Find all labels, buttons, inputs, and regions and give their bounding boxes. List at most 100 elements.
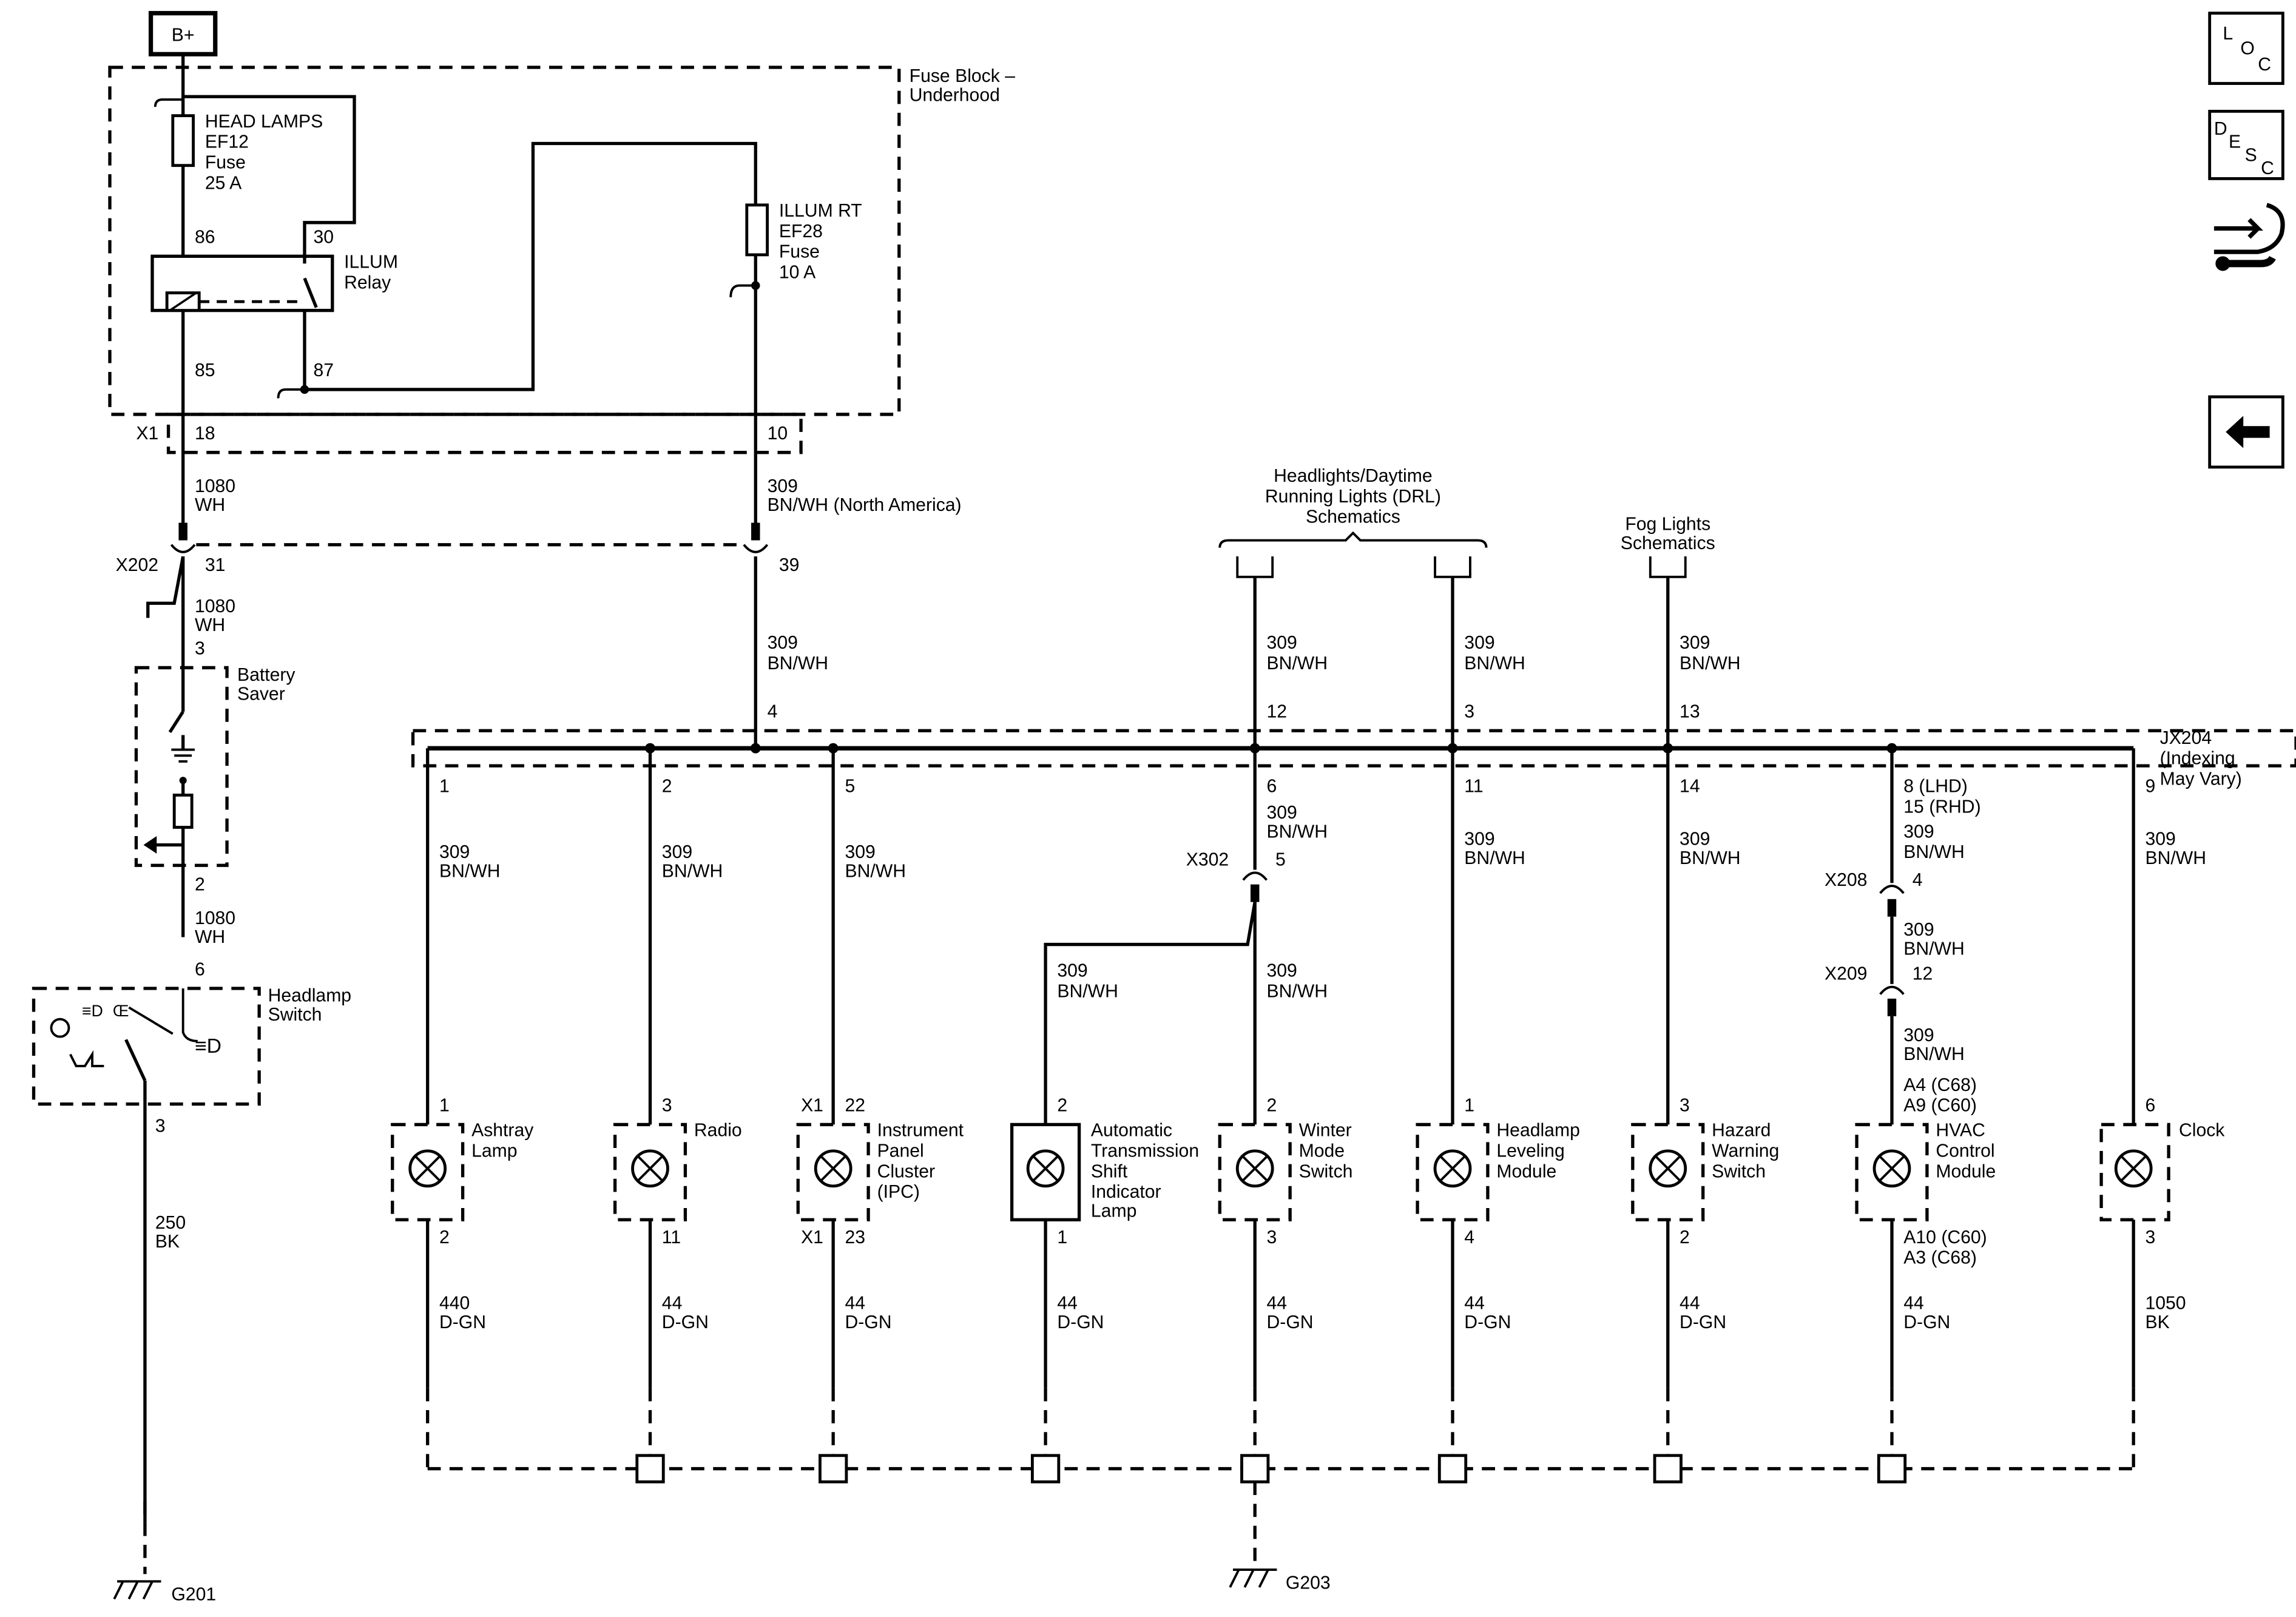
svg-text:E: E: [2229, 132, 2241, 152]
radio-pin-in: 3: [662, 1096, 672, 1116]
relay-contact: [303, 277, 318, 308]
atsil-circuit: 309: [1057, 961, 1087, 981]
x1-pin-18: 18: [195, 424, 215, 444]
wire-309-drl1-color: BN/WH: [1267, 653, 1328, 673]
hazard-pin-in: 3: [1680, 1096, 1690, 1116]
clock: [2099, 1122, 2170, 1221]
headlamp-switch: [32, 987, 261, 1106]
radio-bulb-icon: [631, 1149, 669, 1188]
hazard-pin-out: 2: [1680, 1227, 1690, 1247]
ashtray-gnd-color: D-GN: [439, 1312, 486, 1332]
ipc-label-4: (IPC): [877, 1182, 920, 1202]
hazard-label-3: Switch: [1712, 1161, 1766, 1181]
headlamp-switch-contact: [128, 1006, 174, 1035]
ashtray-label-2: Lamp: [471, 1141, 517, 1161]
svg-text:C: C: [2258, 55, 2271, 75]
loc-button[interactable]: L O C: [2208, 12, 2284, 85]
battery-saver-pin-3: 3: [195, 639, 205, 659]
leveling-color: BN/WH: [1464, 848, 1525, 868]
x208-label: X208: [1825, 870, 1867, 890]
svg-text:S: S: [2245, 145, 2257, 165]
hvac-label-3: Module: [1936, 1161, 1996, 1181]
drl-ref-line-1: Headlights/Daytime: [1274, 466, 1432, 486]
ground-g203-icon: [1229, 1568, 1277, 1588]
jx204-label: JX204: [2160, 728, 2212, 748]
feed-pin-4: 4: [768, 702, 778, 722]
desc-button[interactable]: D E S C: [2208, 109, 2284, 180]
wire-309-fog-color: BN/WH: [1680, 653, 1741, 673]
winter-pin-in: 2: [1267, 1096, 1277, 1116]
leveling-jx-pin: 11: [1464, 777, 1483, 797]
x209-pin: 12: [1913, 964, 1933, 984]
leveling-label: Headlamp: [1496, 1121, 1579, 1141]
ashtray-lamp-bulb-icon: [408, 1149, 447, 1188]
wire-309-drl2-color: BN/WH: [1464, 653, 1525, 673]
ground-g201-icon: [113, 1580, 161, 1600]
ipc-bulb-icon: [814, 1149, 853, 1188]
fog-ref-connector[interactable]: [1649, 556, 1687, 578]
ashtray-label: Ashtray: [471, 1121, 534, 1141]
back-arrow-icon[interactable]: [2208, 395, 2284, 469]
winter-pin-out: 3: [1267, 1227, 1277, 1247]
wire-309-na-color: BN/WH (North America): [768, 495, 962, 515]
x202-pin-39: 39: [779, 555, 800, 575]
radio-color: BN/WH: [662, 862, 723, 882]
leveling-circuit: 309: [1464, 829, 1494, 849]
x1-connector: [166, 413, 803, 454]
svg-text:≡D: ≡D: [82, 1002, 103, 1020]
atsil-gnd-color: D-GN: [1057, 1312, 1104, 1332]
x209-label: X209: [1825, 964, 1867, 984]
hazard-bulb-icon: [1649, 1149, 1687, 1188]
atsil-label-3: Shift: [1091, 1161, 1128, 1181]
hvac-label: HVAC: [1936, 1121, 1985, 1141]
x209-connector: [1879, 985, 1905, 995]
illum-rt-fuse: [745, 203, 769, 257]
drl-ref-connector-2[interactable]: [1434, 556, 1471, 578]
hvac-circuit: 309: [1903, 822, 1934, 842]
svg-text:L: L: [2223, 24, 2233, 44]
hazard-circuit: 309: [1680, 829, 1710, 849]
wire-250-circuit: 250: [155, 1213, 186, 1233]
leveling-gnd-circuit: 44: [1464, 1293, 1485, 1313]
fuse-block-label-1: Fuse Block –: [910, 66, 1016, 86]
headlamp-switch-label-2: Switch: [268, 1005, 322, 1025]
svg-text:C: C: [2261, 158, 2274, 178]
hvac-jx-pin-2: 15 (RHD): [1903, 797, 1980, 817]
connector-wrench-icon[interactable]: [2213, 203, 2285, 271]
battery-saver-resistor: [172, 794, 194, 829]
atsil-pin-in: 2: [1057, 1096, 1067, 1116]
wire-250-color: BK: [155, 1232, 180, 1252]
wire-309-na-circuit: 309: [768, 476, 798, 496]
ashtray-pin-out: 2: [439, 1227, 450, 1247]
battery-saver-label-2: Saver: [237, 684, 285, 704]
winter-circuit: 309: [1267, 803, 1297, 823]
hazard-warning-switch: [1631, 1122, 1705, 1221]
leveling-label-2: Leveling: [1496, 1141, 1564, 1161]
winter-color: BN/WH: [1267, 822, 1328, 842]
ground-g203-label: G203: [1286, 1573, 1331, 1593]
clock-pin-in: 6: [2145, 1096, 2155, 1116]
ipc-jx-pin: 5: [845, 777, 855, 797]
drl-ref-brace[interactable]: [1218, 531, 1488, 548]
relay-pin-30: 30: [313, 228, 334, 248]
headlamp-switch-pin-3: 3: [155, 1116, 166, 1136]
headlamp-switch-label: Headlamp: [268, 986, 351, 1006]
clock-gnd-color: BK: [2145, 1312, 2169, 1332]
clock-bulb-icon: [2114, 1149, 2153, 1188]
drl2-pin-3: 3: [1464, 702, 1474, 722]
hvac-color-2: BN/WH: [1903, 939, 1965, 959]
radio-label: Radio: [694, 1121, 742, 1141]
radio-jx-pin: 2: [662, 777, 672, 797]
radio-gnd-color: D-GN: [662, 1312, 709, 1332]
hvac-pin-in-2: A9 (C60): [1903, 1096, 1977, 1116]
hvac-pin-in: A4 (C68): [1903, 1075, 1977, 1095]
relay-pin-87: 87: [313, 360, 334, 380]
fuse-block-label-2: Underhood: [910, 86, 1000, 106]
winter-label: Winter: [1299, 1121, 1352, 1141]
illum-rt-fuse-rating: 10 A: [779, 263, 816, 283]
jx204-splice-pack: [411, 729, 2296, 768]
drl-ref-connector-1[interactable]: [1236, 556, 1274, 578]
hazard-gnd-circuit: 44: [1680, 1293, 1700, 1313]
